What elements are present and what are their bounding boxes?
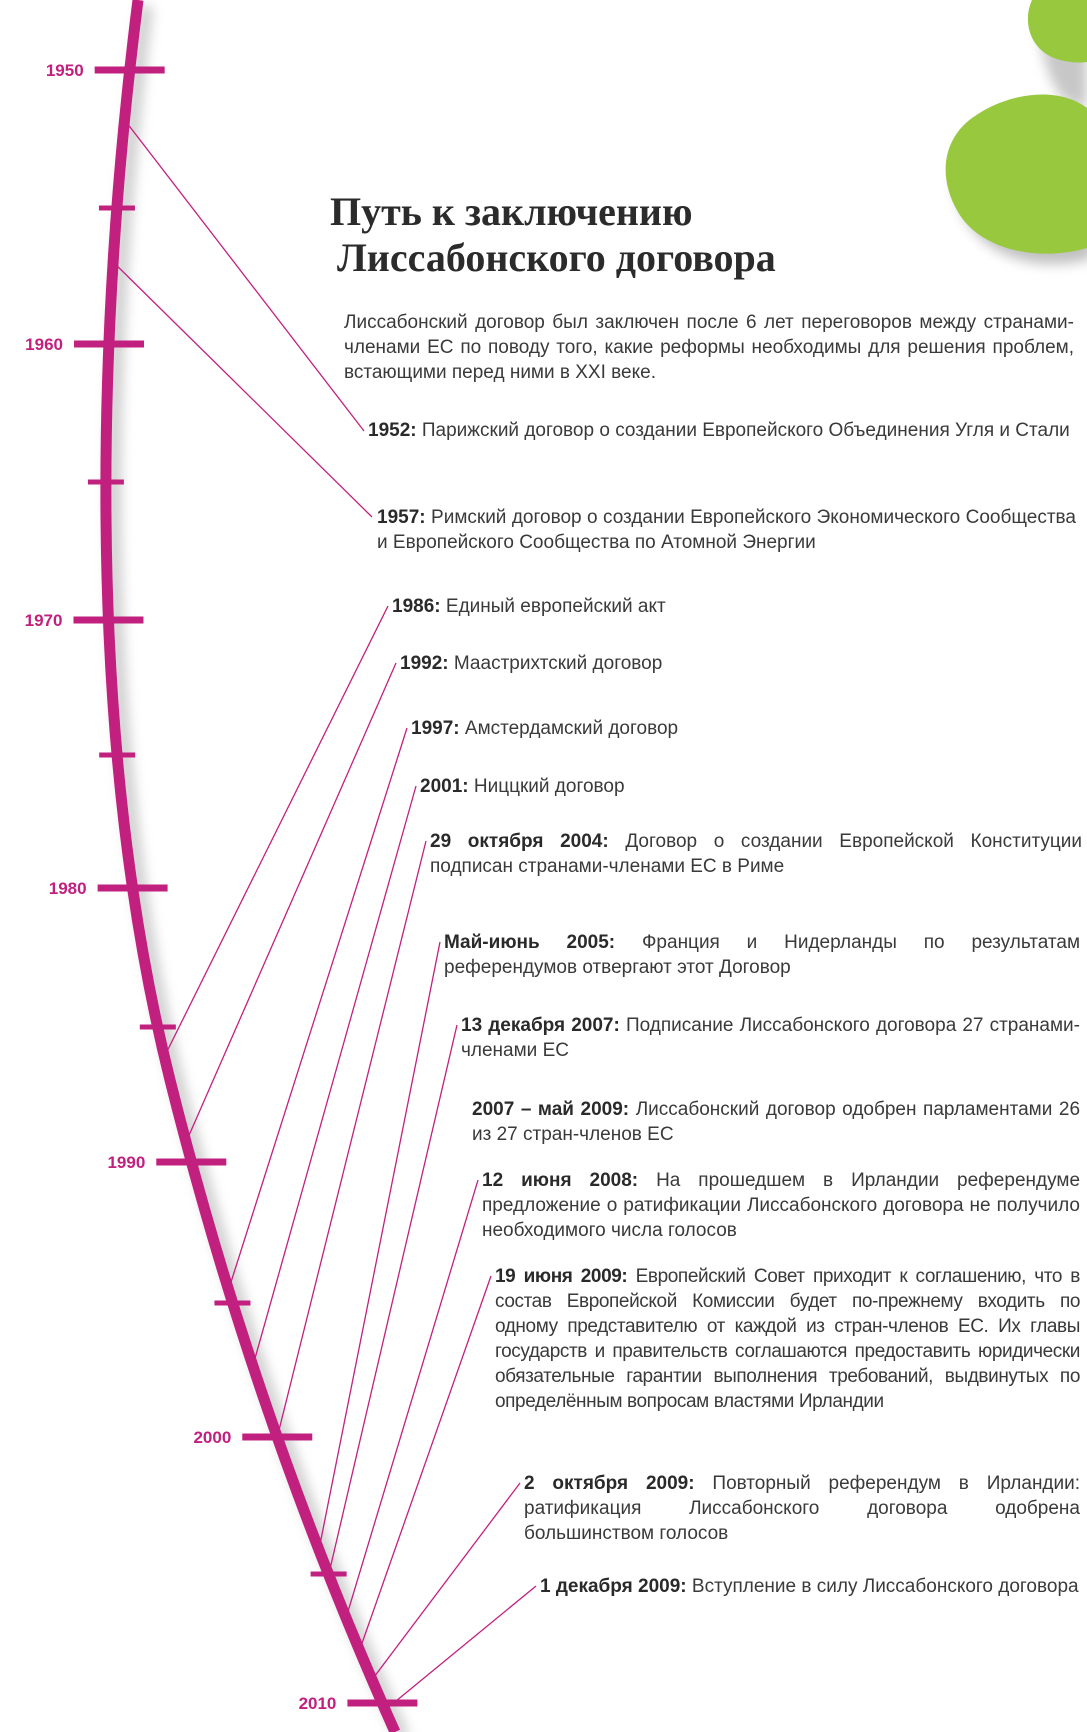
year-label: 1990 xyxy=(107,1153,145,1172)
event-2007-2009: 2007 – май 2009: Лиссабонский договор од… xyxy=(472,1097,1080,1147)
event-2009-december: 1 декабря 2009: Вступление в силу Лиссаб… xyxy=(540,1574,1080,1599)
event-text: Маастрихтский договор xyxy=(453,653,663,674)
event-text: Единый европейский акт xyxy=(445,596,666,617)
year-label: 2000 xyxy=(193,1428,231,1447)
timeline-curve xyxy=(100,0,401,1732)
connector-line xyxy=(384,1585,537,1711)
timeline-ticks: 1950 1960 1970 1980 1990 2000 2010 xyxy=(25,61,418,1713)
event-text: Амстердамский договор xyxy=(464,718,679,739)
event-1992: 1992: Маастрихтский договор xyxy=(400,651,1076,676)
connector-line xyxy=(185,662,397,1143)
connector-line xyxy=(359,1275,492,1651)
event-text: Европейский Совет приходит к соглашению,… xyxy=(495,1266,1081,1412)
connector-line xyxy=(327,1024,458,1576)
event-text: Договор о создании Европейской Конституц… xyxy=(430,831,1082,877)
connector-line xyxy=(227,727,408,1291)
event-2009-october: 2 октября 2009: Повторный референдум в И… xyxy=(524,1471,1080,1546)
event-date: 12 июня 2008: xyxy=(482,1170,639,1191)
event-2005: Май-июнь 2005: Франция и Нидерланды по р… xyxy=(444,930,1080,980)
event-date: 2 октября 2009: xyxy=(524,1473,695,1494)
connector-line xyxy=(124,119,365,432)
event-text: Парижский договор о создании Европейског… xyxy=(421,420,1070,441)
event-date: 1992: xyxy=(400,653,449,674)
event-2001: 2001: Ниццкий договор xyxy=(420,774,1076,799)
event-1997: 1997: Амстердамский договор xyxy=(411,716,1076,741)
event-date: 1 декабря 2009: xyxy=(540,1576,687,1597)
connector-line xyxy=(112,261,373,518)
event-text: Повторный референдум в Ирландии: ратифик… xyxy=(524,1473,1081,1544)
event-date: 29 октября 2004: xyxy=(430,831,609,852)
event-date: 19 июня 2009: xyxy=(495,1266,628,1287)
connector-lines xyxy=(112,119,537,1711)
event-text: Ниццкий договор xyxy=(473,776,625,797)
puzzle-piece-decoration xyxy=(945,0,1087,265)
event-text: Подписание Лиссабонского договора 27 стр… xyxy=(461,1015,1080,1061)
event-date: 13 декабря 2007: xyxy=(461,1015,620,1036)
event-date: Май-июнь 2005: xyxy=(444,932,616,953)
event-1952: 1952: Парижский договор о создании Европ… xyxy=(368,418,1076,443)
connector-line xyxy=(252,785,417,1367)
event-text: Римский договор о создании Европейского … xyxy=(377,507,1076,553)
connector-line xyxy=(163,605,389,1058)
event-date: 1952: xyxy=(368,420,417,441)
event-date: 1997: xyxy=(411,718,460,739)
event-text: На прошедшем в Ирландии референдуме пред… xyxy=(482,1170,1081,1241)
connector-line xyxy=(318,941,441,1551)
event-1986: 1986: Единый европейский акт xyxy=(392,594,1076,619)
event-text: Франция и Нидерланды по результатам рефе… xyxy=(444,932,1081,978)
page-title-line1: Путь к заключению xyxy=(330,189,693,234)
event-date: 1986: xyxy=(392,596,441,617)
year-label: 1980 xyxy=(49,879,87,898)
event-text: Лиссабонский договор одобрен парламентам… xyxy=(472,1099,1081,1145)
event-1957: 1957: Римский договор о создании Европей… xyxy=(377,505,1076,555)
year-label: 1960 xyxy=(25,335,63,354)
event-2007: 13 декабря 2007: Подписание Лиссабонског… xyxy=(461,1013,1080,1063)
event-date: 2001: xyxy=(420,776,469,797)
event-2004: 29 октября 2004: Договор о создании Евро… xyxy=(430,829,1082,879)
year-label: 1970 xyxy=(25,611,63,630)
page-title-line2: Лиссабонского договора xyxy=(337,235,776,280)
event-2008: 12 июня 2008: На прошедшем в Ирландии ре… xyxy=(482,1168,1080,1243)
connector-line xyxy=(276,840,427,1438)
event-text: Вступление в силу Лиссабонского договора xyxy=(691,1576,1079,1597)
event-date: 2007 – май 2009: xyxy=(472,1099,630,1120)
event-date: 1957: xyxy=(377,507,426,528)
connector-line xyxy=(345,1179,479,1619)
intro-paragraph: Лиссабонский договор был заключен после … xyxy=(344,312,1074,383)
event-2009-june: 19 июня 2009: Европейский Совет приходит… xyxy=(495,1264,1080,1414)
connector-line xyxy=(371,1482,521,1681)
year-label: 2010 xyxy=(299,1694,337,1713)
year-label: 1950 xyxy=(46,61,84,80)
